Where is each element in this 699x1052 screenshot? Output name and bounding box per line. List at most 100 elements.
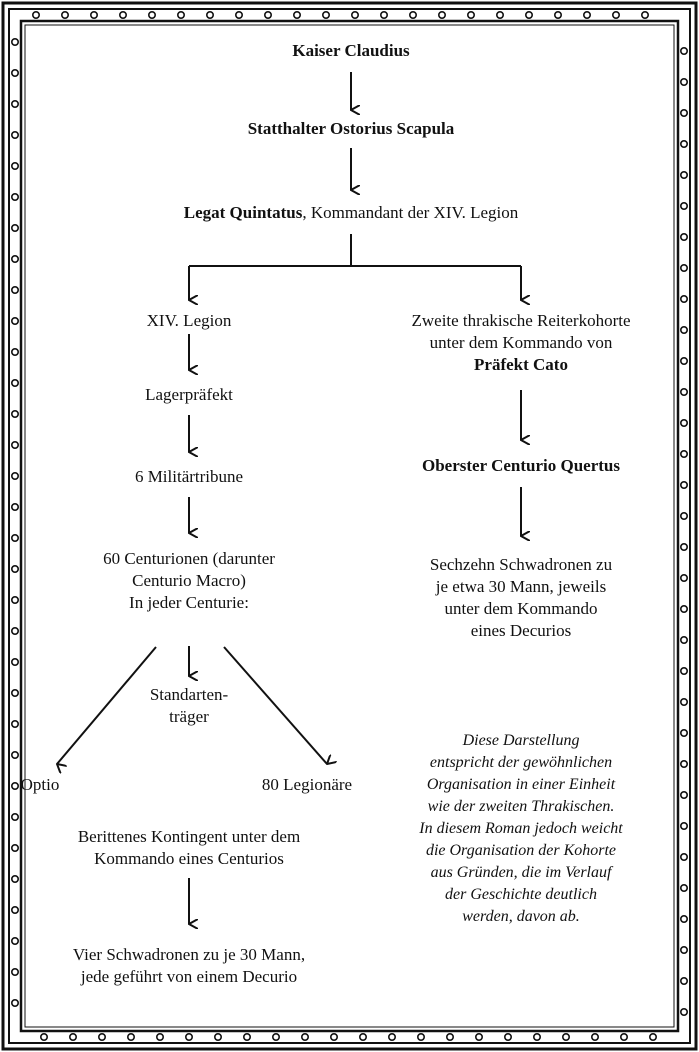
note-line: werden, davon ab. bbox=[462, 908, 580, 925]
border-ring-ornament bbox=[11, 255, 20, 264]
node-militaertribune: 6 Militärtribune bbox=[134, 467, 244, 486]
border-ring-ornament bbox=[119, 11, 128, 20]
border-ring-ornament bbox=[679, 387, 688, 396]
border-ring-ornament bbox=[679, 511, 688, 520]
border-ring-ornament bbox=[679, 759, 688, 768]
border-ring-ornament bbox=[679, 666, 688, 675]
sechzehn-line-2: je etwa 30 Mann, jeweils bbox=[435, 577, 607, 596]
border-ring-ornament bbox=[679, 573, 688, 582]
border-ring-ornament bbox=[177, 11, 186, 20]
border-ring-ornament bbox=[679, 1007, 688, 1016]
node-vier-schwadronen: Vier Schwadronen zu je 30 Mann, jede gef… bbox=[39, 944, 339, 988]
node-lagerpraefekt: Lagerpräfekt bbox=[145, 385, 233, 404]
border-ring-ornament bbox=[503, 1033, 512, 1042]
border-ring-ornament bbox=[679, 697, 688, 706]
border-ring-ornament bbox=[582, 11, 591, 20]
connectors bbox=[57, 72, 521, 924]
border-ring-ornament bbox=[648, 1033, 657, 1042]
border-ring-ornament bbox=[679, 976, 688, 985]
border-ring-ornament bbox=[679, 202, 688, 211]
border-ring-ornament bbox=[679, 140, 688, 149]
node-legionaere: 80 Legionäre bbox=[261, 775, 353, 794]
arrow-to-legionaere bbox=[223, 646, 327, 764]
border-ring-ornament bbox=[127, 1033, 136, 1042]
border-ring-ornament bbox=[60, 11, 69, 20]
border-ring-ornament bbox=[679, 46, 688, 55]
border-ring-ornament bbox=[474, 1033, 483, 1042]
node-optio: Optio bbox=[20, 775, 60, 794]
border-ring-ornament bbox=[11, 193, 20, 202]
border-ring-ornament bbox=[11, 162, 20, 171]
node-berittenes-kontingent: Berittenes Kontingent unter dem Kommando… bbox=[39, 826, 339, 870]
border-ring-ornament bbox=[679, 109, 688, 118]
border-ring-ornament bbox=[11, 967, 20, 976]
kohorte-line-2: unter dem Kommando von bbox=[429, 333, 613, 352]
note-line: die Organisation der Kohorte bbox=[425, 842, 617, 859]
border-ring-ornament bbox=[679, 294, 688, 303]
sechzehn-line-3: unter dem Kommando bbox=[444, 599, 598, 618]
border-ring-ornament bbox=[11, 502, 20, 511]
border-ring-ornament bbox=[156, 1033, 165, 1042]
border-ring-ornament bbox=[679, 604, 688, 613]
border-ring-ornament bbox=[11, 316, 20, 325]
border-ring-ornament bbox=[679, 945, 688, 954]
border-ring-ornament bbox=[553, 11, 562, 20]
border-ring-ornament bbox=[329, 1033, 338, 1042]
border-ring-ornament bbox=[679, 852, 688, 861]
node-reiterkohorte: Zweite thrakische Reiterkohorte unter de… bbox=[361, 310, 681, 376]
border-ring-ornament bbox=[11, 378, 20, 387]
border-ring-ornament bbox=[206, 11, 215, 20]
border-ring-ornament bbox=[679, 728, 688, 737]
border-ring-ornament bbox=[11, 998, 20, 1007]
border-ring-ornament bbox=[679, 325, 688, 334]
border-ring-ornament bbox=[31, 11, 40, 20]
sechzehn-line-4: eines Decurios bbox=[470, 621, 572, 640]
border-ring-ornament bbox=[11, 440, 20, 449]
border-ring-ornament bbox=[11, 533, 20, 542]
centurionen-line-2: Centurio Macro) bbox=[132, 571, 246, 590]
border-ring-ornament bbox=[11, 100, 20, 109]
border-ring-ornament bbox=[11, 224, 20, 233]
border-ring-ornament bbox=[445, 1033, 454, 1042]
sechzehn-line-1: Sechzehn Schwadronen zu bbox=[429, 555, 613, 574]
border-ring-ornament bbox=[11, 781, 20, 790]
note-line: der Geschichte deutlich bbox=[445, 886, 597, 903]
border-ring-ornament bbox=[679, 78, 688, 87]
border-ring-ornament bbox=[98, 1033, 107, 1042]
border-ring-ornament bbox=[69, 1033, 78, 1042]
border-ring-ornament bbox=[243, 1033, 252, 1042]
note-line: wie der zweiten Thrakischen. bbox=[427, 798, 615, 815]
border-ring-ornament bbox=[11, 905, 20, 914]
arrow-to-optio bbox=[57, 646, 157, 764]
border-ring-ornament bbox=[11, 719, 20, 728]
border-ring-ornament bbox=[679, 914, 688, 923]
border-ring-ornament bbox=[640, 11, 649, 20]
border-ring-ornament bbox=[11, 750, 20, 759]
border-ring-ornament bbox=[619, 1033, 628, 1042]
border-ring-ornament bbox=[11, 626, 20, 635]
border-ring-ornament bbox=[263, 11, 272, 20]
border-ring-ornament bbox=[358, 1033, 367, 1042]
note-line: In diesem Roman jedoch weicht bbox=[419, 820, 623, 837]
border-ring-ornament bbox=[11, 471, 20, 480]
border-ring-ornament bbox=[524, 11, 533, 20]
border-ring-ornament bbox=[11, 812, 20, 821]
border-ring-ornament bbox=[185, 1033, 194, 1042]
border-ring-ornament bbox=[11, 37, 20, 46]
border-ring-ornament bbox=[679, 356, 688, 365]
border-ornaments bbox=[11, 11, 688, 1042]
border-ring-ornament bbox=[11, 409, 20, 418]
organisation-note: Diese Darstellung entspricht der gewöhnl… bbox=[361, 730, 681, 928]
border-ring-ornament bbox=[679, 635, 688, 644]
standarten-line-1: Standarten- bbox=[149, 685, 229, 704]
node-statthalter: Statthalter Ostorius Scapula bbox=[247, 119, 455, 138]
border-ring-ornament bbox=[466, 11, 475, 20]
border-ring-ornament bbox=[590, 1033, 599, 1042]
legat-description: , Kommandant der XIV. Legion bbox=[302, 203, 519, 222]
border-ring-ornament bbox=[11, 843, 20, 852]
border-ring-ornament bbox=[39, 1033, 48, 1042]
border-ring-ornament bbox=[379, 11, 388, 20]
centurionen-line-3: In jeder Centurie: bbox=[129, 593, 249, 612]
border-ring-ornament bbox=[561, 1033, 570, 1042]
